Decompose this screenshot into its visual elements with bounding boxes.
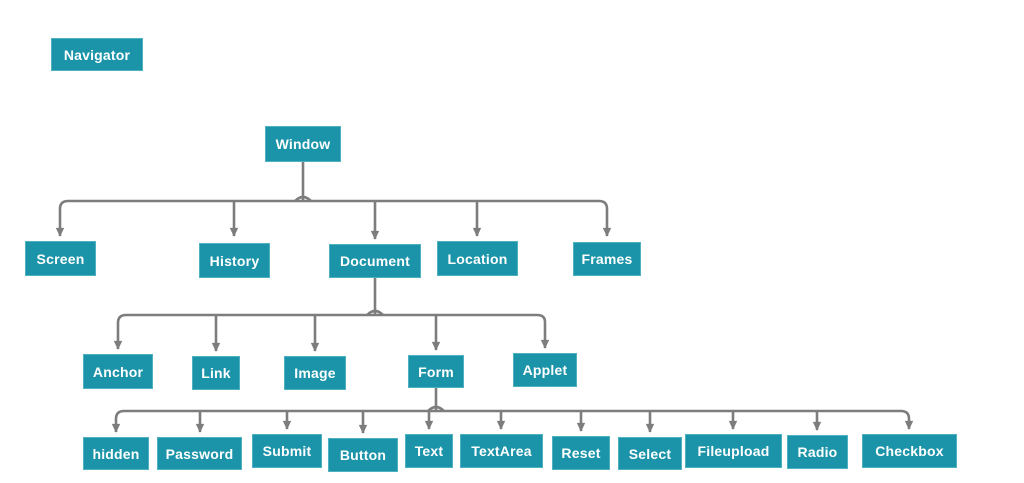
node-navigator: Navigator (51, 38, 143, 71)
node-anchor: Anchor (83, 354, 153, 389)
node-frames: Frames (573, 242, 641, 276)
edge-window-to-children (55, 162, 612, 240)
node-history: History (199, 243, 270, 278)
node-location: Location (437, 241, 518, 276)
node-password: Password (157, 437, 242, 470)
node-document: Document (329, 244, 421, 278)
node-hidden: hidden (83, 437, 149, 470)
edge-document-to-children (113, 278, 550, 352)
node-text: Text (405, 434, 453, 468)
node-checkbox: Checkbox (862, 434, 957, 468)
node-link: Link (192, 356, 240, 390)
node-fileupload: Fileupload (685, 434, 782, 468)
node-radio: Radio (787, 435, 848, 469)
node-window: Window (265, 126, 341, 162)
node-applet: Applet (513, 353, 577, 387)
edge-form-to-children (111, 388, 914, 434)
node-textarea: TextArea (460, 434, 543, 468)
node-button: Button (328, 438, 398, 472)
node-screen: Screen (25, 241, 96, 276)
node-reset: Reset (552, 436, 610, 470)
node-image: Image (284, 356, 346, 390)
node-submit: Submit (252, 434, 322, 468)
node-select: Select (618, 437, 682, 470)
node-form: Form (408, 355, 464, 388)
